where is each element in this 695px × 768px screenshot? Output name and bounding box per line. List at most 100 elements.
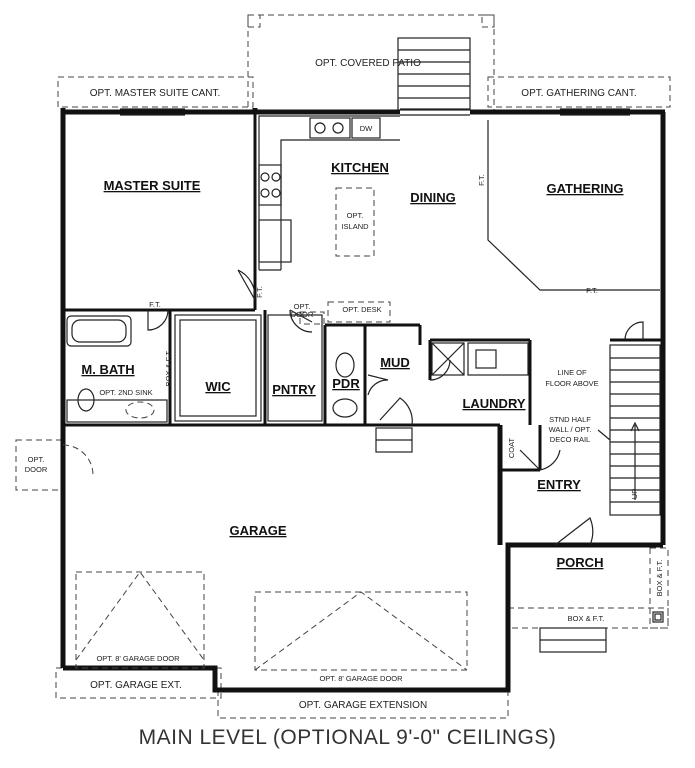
note-ft-master: F.T. — [149, 300, 161, 309]
pdr-sink — [335, 352, 355, 378]
windows — [120, 108, 630, 116]
note-opt-master-suite-cant: OPT. MASTER SUITE CANT. — [90, 88, 221, 99]
sink-bowl-left — [314, 122, 326, 134]
interior-walls — [63, 112, 663, 472]
vanity — [66, 399, 168, 423]
note-opt-island-1: OPT. — [347, 211, 364, 220]
dishwasher — [351, 117, 381, 139]
room-labels: MASTER SUITE KITCHEN DINING GATHERING M.… — [81, 160, 623, 570]
laundry-sink — [475, 349, 497, 369]
room-porch: PORCH — [557, 555, 604, 570]
laundry-sink-counter — [467, 342, 529, 376]
note-up: UP — [630, 489, 639, 499]
room-garage: GARAGE — [229, 523, 286, 538]
note-ft-gathering: F.T. — [586, 286, 598, 295]
note-opt-desk: OPT. DESK — [342, 305, 381, 314]
note-opt-door-small-1: OPT. — [294, 302, 311, 311]
mud-door-swing — [367, 374, 389, 396]
plan-title: MAIN LEVEL (OPTIONAL 9'-0" CEILINGS) — [138, 726, 557, 749]
opt-master-suite-cant-outline — [57, 76, 254, 108]
note-opt-2nd-sink: OPT. 2ND SINK — [99, 388, 152, 397]
doors — [62, 269, 644, 546]
pantry-shelves — [267, 314, 323, 422]
patio-steps — [397, 37, 471, 111]
opt-2nd-sink — [125, 401, 155, 419]
burner-2 — [271, 172, 281, 182]
room-gathering: GATHERING — [546, 181, 623, 196]
note-opt-door-2: DOOR — [25, 465, 48, 474]
refrigerator — [258, 219, 292, 263]
opt-desk-outline — [327, 301, 391, 323]
note-opt-covered-patio: OPT. COVERED PATIO — [315, 58, 421, 69]
note-stnd-half-3: DECO RAIL — [550, 435, 590, 444]
room-pntry: PNTRY — [272, 382, 316, 397]
coat-door-swing — [519, 449, 561, 471]
opt-island-outline — [335, 187, 375, 257]
note-box-ft-porch-bottom: BOX & F.T. — [568, 614, 605, 623]
room-kitchen: KITCHEN — [331, 160, 389, 175]
note-box-ft-porch-side: BOX & F.T. — [655, 560, 664, 597]
patio-post-left — [247, 14, 261, 28]
washer — [431, 342, 465, 376]
note-opt-island-2: ISLAND — [341, 222, 369, 231]
bathtub — [66, 315, 132, 347]
room-dining: DINING — [410, 190, 456, 205]
garage-entry-door-swing — [379, 397, 413, 426]
pantry-door-swing — [237, 269, 256, 301]
wic-closet — [174, 314, 262, 422]
pdr-toilet — [332, 398, 358, 418]
porch-column — [652, 611, 664, 623]
box-ft-porch-side-outline — [649, 547, 669, 629]
note-opt-garage-extension: OPT. GARAGE EXTENSION — [299, 700, 427, 711]
opt-door-swing — [289, 309, 313, 333]
room-laundry: LAUNDRY — [462, 396, 525, 411]
opt-gathering-cant-outline — [487, 76, 671, 108]
sink-bowl-right — [332, 122, 344, 134]
burner-4 — [271, 188, 281, 198]
opt-door-swing-garage — [62, 444, 94, 476]
room-pdr: PDR — [332, 376, 360, 391]
note-line-floor-2: FLOOR ABOVE — [545, 379, 598, 388]
gathering-ceiling-line — [487, 120, 660, 291]
stairs — [609, 344, 661, 516]
laundry-door-swing — [429, 359, 451, 381]
note-line-floor-1: LINE OF — [557, 368, 587, 377]
note-ft-dining: F.T. — [477, 174, 486, 186]
burner-3 — [260, 188, 270, 198]
opt-8-garage-door-left-outline — [75, 571, 205, 669]
garage-steps — [375, 427, 413, 453]
plan-notes: OPT. COVERED PATIO OPT. MASTER SUITE CAN… — [25, 58, 664, 711]
front-door-swing — [554, 517, 594, 546]
porch-steps — [539, 627, 607, 653]
room-wic: WIC — [205, 379, 231, 394]
room-entry: ENTRY — [537, 477, 581, 492]
garage-doors — [75, 571, 468, 671]
note-opt-8-garage-door-left: OPT. 8' GARAGE DOOR — [96, 654, 180, 663]
opt-door-small-outline — [299, 311, 325, 325]
room-m-bath: M. BATH — [81, 362, 134, 377]
bath-fixtures — [66, 314, 529, 423]
kitchen-sink — [309, 117, 351, 139]
leader-line-half-wall — [597, 429, 611, 441]
patio-post-right — [481, 14, 495, 28]
range — [258, 164, 282, 206]
kitchen-counters — [258, 115, 400, 325]
room-master-suite: MASTER SUITE — [104, 178, 201, 193]
note-stnd-half-2: WALL / OPT. — [549, 425, 592, 434]
note-stnd-half-1: STND HALF — [549, 415, 591, 424]
note-opt-garage-ext: OPT. GARAGE EXT. — [90, 680, 182, 691]
burner-1 — [260, 172, 270, 182]
note-opt-door-1: OPT. — [28, 455, 45, 464]
note-opt-gathering-cant: OPT. GATHERING CANT. — [521, 88, 636, 99]
stair-door-swing — [624, 321, 644, 341]
opt-8-garage-door-right-outline — [254, 591, 468, 671]
room-mud: MUD — [380, 355, 410, 370]
note-opt-8-garage-door-right: OPT. 8' GARAGE DOOR — [319, 674, 403, 683]
toilet-master — [77, 388, 95, 412]
bath-door-swing — [147, 309, 169, 331]
note-opt-door-small-2: DOOR — [291, 310, 314, 319]
note-ft-kitchen: F.T. — [255, 286, 264, 298]
exterior-walls — [60, 108, 666, 693]
note-coat: COAT — [507, 437, 516, 458]
